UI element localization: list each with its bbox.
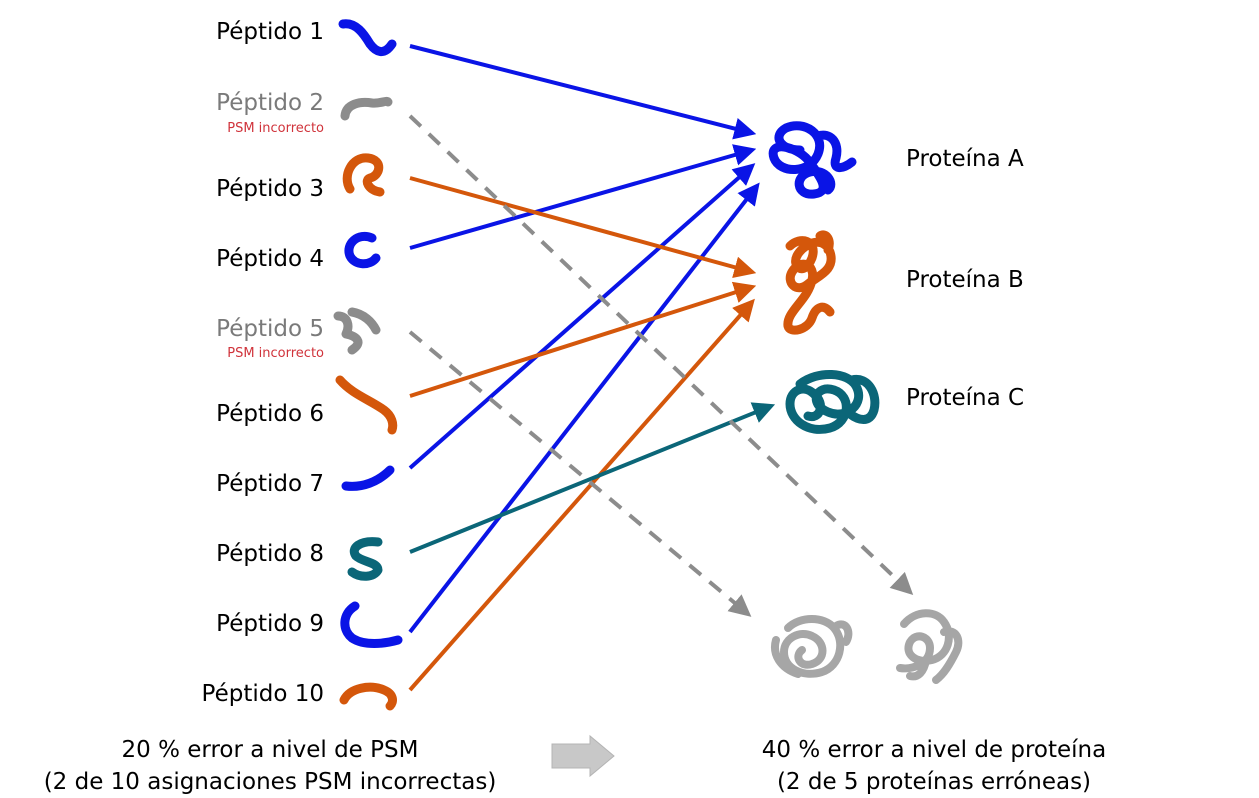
protein-labels: Proteína A Proteína B Proteína C bbox=[906, 146, 1024, 411]
peptide-2-squiggle bbox=[340, 96, 393, 121]
peptide-label-5: Péptido 5 bbox=[216, 316, 324, 342]
peptide-label-3: Péptido 3 bbox=[216, 176, 324, 202]
arrow-peptide-7-to-a bbox=[408, 163, 756, 470]
protein-error-detail: (2 de 5 proteínas erróneas) bbox=[777, 769, 1091, 795]
peptide-9-squiggle bbox=[340, 601, 403, 648]
peptide-shapes bbox=[333, 19, 403, 711]
unknown-protein-2-tangle bbox=[896, 609, 963, 684]
peptide-4-squiggle bbox=[344, 232, 381, 269]
mapping-arrows bbox=[408, 44, 914, 692]
protein-c-tangle bbox=[785, 369, 880, 434]
captions: 20 % error a nivel de PSM (2 de 10 asign… bbox=[44, 734, 1106, 795]
peptide-8-squiggle bbox=[347, 537, 383, 581]
peptide-6-squiggle bbox=[335, 375, 398, 435]
peptide-label-10: Péptido 10 bbox=[202, 681, 324, 707]
arrow-peptide-9-to-a bbox=[408, 182, 760, 634]
peptide-5-error-note: PSM incorrecto bbox=[227, 346, 324, 361]
peptide-5-squiggle bbox=[333, 307, 381, 355]
protein-shapes bbox=[768, 121, 963, 684]
peptide-label-8: Péptido 8 bbox=[216, 541, 324, 567]
peptide-7-squiggle bbox=[341, 465, 395, 491]
arrow-peptide-4-to-a bbox=[409, 144, 757, 250]
unknown-protein-1-tangle bbox=[771, 615, 853, 678]
psm-error-caption: 20 % error a nivel de PSM bbox=[122, 737, 419, 763]
arrow-peptide-1-to-a bbox=[409, 44, 757, 140]
protein-b-tangle bbox=[783, 230, 836, 335]
right-arrow-icon bbox=[551, 734, 615, 778]
peptide-label-9: Péptido 9 bbox=[216, 611, 324, 637]
peptide-3-squiggle bbox=[342, 153, 385, 197]
protein-label-a: Proteína A bbox=[906, 146, 1024, 172]
protein-error-caption: 40 % error a nivel de proteína bbox=[762, 737, 1106, 763]
protein-label-c: Proteína C bbox=[906, 385, 1024, 411]
peptide-1-squiggle bbox=[338, 19, 397, 56]
arrow-peptide-2-to-unknown-2 bbox=[408, 114, 914, 596]
peptide-label-2: Péptido 2 bbox=[216, 90, 324, 116]
arrow-peptide-6-to-b bbox=[409, 281, 757, 398]
arrow-peptide-5-to-unknown-1 bbox=[408, 330, 752, 617]
peptide-label-1: Péptido 1 bbox=[216, 19, 324, 45]
arrow-peptide-10-to-b bbox=[408, 298, 755, 692]
peptide-label-6: Péptido 6 bbox=[216, 401, 324, 427]
arrow-peptide-8-to-c bbox=[409, 402, 776, 554]
peptide-10-squiggle bbox=[339, 682, 397, 711]
peptide-2-error-note: PSM incorrecto bbox=[227, 121, 324, 136]
peptide-labels: Péptido 1 Péptido 2 PSM incorrecto Pépti… bbox=[202, 19, 325, 707]
peptide-label-4: Péptido 4 bbox=[216, 246, 324, 272]
protein-label-b: Proteína B bbox=[906, 267, 1024, 293]
psm-error-detail: (2 de 10 asignaciones PSM incorrectas) bbox=[44, 769, 497, 795]
peptide-label-7: Péptido 7 bbox=[216, 471, 324, 497]
arrow-peptide-3-to-b bbox=[409, 176, 757, 278]
protein-a-tangle bbox=[768, 121, 857, 199]
